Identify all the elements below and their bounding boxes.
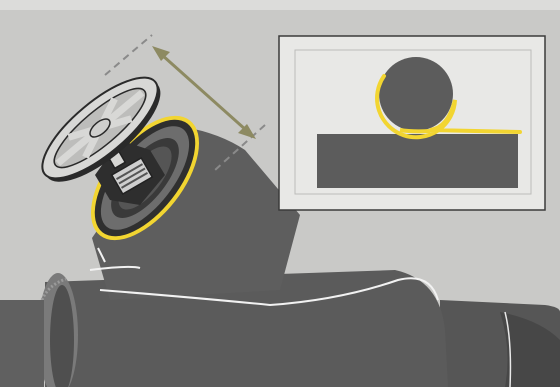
detail-round-pipe: [379, 57, 453, 131]
detail-flat-base: [317, 134, 518, 188]
detail-yellow-wrap-lead: [400, 130, 430, 131]
left-pipe-lip: [0, 300, 44, 387]
detail-inset: [279, 36, 545, 210]
background-top-band: [0, 0, 560, 10]
